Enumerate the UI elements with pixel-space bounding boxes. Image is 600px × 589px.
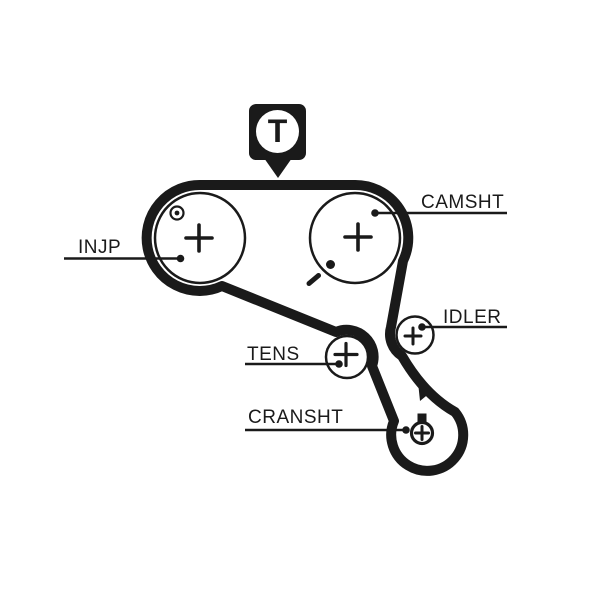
injp-leader-dot [176,254,185,263]
cransht-leader-dot [402,426,410,434]
idler-pulley [395,315,435,355]
tensioner-pulley [324,334,370,380]
label-injp: INJP [78,237,122,258]
tens-leader-dot [335,360,343,368]
label-cransht: CRANSHT [248,407,344,428]
cransht-plus-marker [414,425,430,441]
camshaft-pulley [308,191,402,285]
camsht-timing-tick-marker [306,273,321,286]
camsht-leader-dot [371,209,379,217]
camsht-plus-marker [343,222,373,252]
t-marker-letter: T [267,112,288,149]
label-camsht: CAMSHT [421,192,505,213]
idler-leader-dot [418,323,426,331]
leader-dots [176,209,426,434]
t-marker-pointer [264,158,292,178]
label-idler: IDLER [443,307,502,328]
idler-plus-marker [403,326,423,346]
direction-arrow-icon [418,382,431,401]
injection-pump-pulley [153,191,247,285]
timing-belt-path [141,179,469,476]
camsht-timing-dot-marker [326,260,335,269]
label-tens: TENS [247,344,300,365]
injp-alignment-ring-dot [174,210,180,216]
tens-plus-marker [333,341,359,368]
cransht-key-tab [417,413,427,423]
t-marker-circle: T [256,110,299,153]
injp-plus-marker [184,223,214,253]
